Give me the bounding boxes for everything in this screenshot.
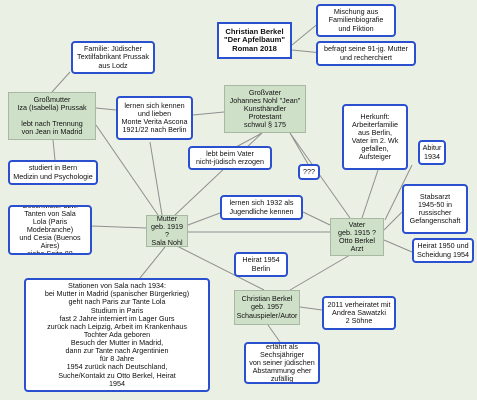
father-node: Vater geb. 1915 ? Otto Berkel Arzt bbox=[330, 218, 384, 256]
connector bbox=[302, 211, 331, 226]
connector bbox=[95, 107, 117, 111]
connector bbox=[174, 244, 265, 291]
connector bbox=[51, 71, 71, 93]
connector bbox=[384, 164, 413, 221]
connector bbox=[91, 225, 147, 229]
connector bbox=[361, 169, 379, 219]
discovery-note: erfährt als Sechsjähriger von seiner jüd… bbox=[244, 342, 320, 384]
meeting-note: lernen sich kennen und lieben Monte Veri… bbox=[116, 96, 193, 140]
connector bbox=[267, 324, 281, 343]
abitur-note: Abitur 1934 bbox=[418, 140, 446, 165]
marriage-1954-note: Heirat 1954 Berlin bbox=[234, 252, 288, 277]
genre-note: Mischung aus Familienbiografie und Fikti… bbox=[316, 4, 396, 37]
met-as-teens-note: lernen sich 1932 als Jugendliche kennen bbox=[220, 195, 303, 220]
book-title-node: Christian Berkel "Der Apfelbaum" Roman 2… bbox=[217, 22, 292, 59]
grandfather-node: Großvater Johannes Nohl "Jean" Kunsthänd… bbox=[224, 85, 306, 133]
unknown-note: ??? bbox=[298, 164, 320, 180]
connector bbox=[289, 254, 351, 291]
siblings-note: Geschwister bzw. Tanten von Sala Lola (P… bbox=[8, 205, 92, 255]
connector bbox=[235, 132, 263, 148]
connector bbox=[187, 212, 221, 226]
sala-stations-note: Stationen von Sala nach 1934: bei Mutter… bbox=[24, 278, 210, 392]
connector bbox=[289, 132, 351, 219]
christian-node: Christian Berkel geb. 1957 Schauspieler/… bbox=[234, 290, 300, 325]
studies-note: studiert in Bern Medizin und Psychologie bbox=[8, 160, 98, 185]
connector bbox=[383, 239, 413, 253]
research-note: befragt seine 91-jg. Mutter und recherch… bbox=[316, 41, 416, 66]
mother-node: Mutter geb. 1919 ? Sala Nohl bbox=[146, 215, 188, 247]
connector bbox=[149, 141, 163, 216]
connector bbox=[139, 246, 166, 279]
connector bbox=[291, 21, 321, 46]
grandmother-node: Großmutter Iza (Isabella) Prussak lebt n… bbox=[8, 92, 96, 140]
connector bbox=[192, 111, 225, 116]
connector bbox=[383, 211, 403, 231]
married-2011-note: 2011 verheiratet mit Andrea Sawatzki 2 S… bbox=[322, 296, 396, 330]
connector bbox=[299, 306, 323, 311]
connector bbox=[95, 124, 159, 216]
upbringing-note: lebt beim Vater nicht-jüdisch erzogen bbox=[188, 146, 272, 170]
connector bbox=[289, 132, 309, 165]
marriage-1950-note: Heirat 1950 und Scheidung 1954 bbox=[412, 238, 474, 263]
origin-note: Herkunft: Arbeiterfamilie aus Berlin, Va… bbox=[342, 104, 408, 170]
captivity-note: Stabsarzt 1945-50 in russischer Gefangen… bbox=[402, 184, 468, 234]
maternal-family-note: Familie: Jüdischer Textilfabrikant Pruss… bbox=[71, 41, 155, 74]
